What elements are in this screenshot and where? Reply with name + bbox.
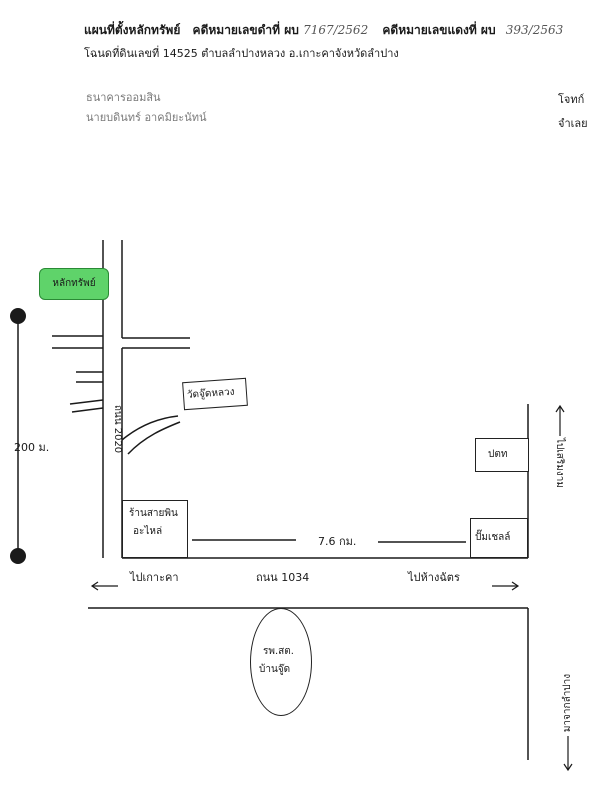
title-text: แผนที่ตั้งหลักทรัพย์ (84, 23, 181, 37)
distance-dot-bottom (10, 548, 26, 564)
deed-text: โฉนดที่ดินเลขที่ 14525 ตำบลลำปางหลวง อ.เ… (84, 47, 335, 60)
shell-label: ปั๊มเชลล์ (475, 532, 511, 543)
shop-line1: ร้านสายพิน (129, 508, 178, 519)
ptt-box: ปตท (475, 438, 529, 472)
temple-label: วัดจู๊ดหลวง (186, 386, 235, 401)
temple-road-b (127, 421, 181, 455)
to-ko-kha-label: ไปเกาะคา (130, 571, 179, 584)
defendant-role: จำเลย (558, 117, 588, 130)
to-hang-chat-label: ไปห้างฉัตร (408, 571, 460, 584)
to-serm-ngam-label: ไปเสริมงาม (554, 438, 565, 488)
plaintiff-name: ธนาคารออมสิน (86, 91, 161, 104)
ptt-label: ปตท (488, 449, 508, 460)
arrow-serm-ngam-head (555, 404, 565, 413)
arrow-ko-kha-head (90, 581, 99, 591)
left-road-e (69, 399, 104, 405)
arrow-lampang-head (563, 763, 573, 772)
shop-box: ร้านสายพิน อะไหล่ (122, 500, 188, 558)
map-title: แผนที่ตั้งหลักทรัพย์ คดีหมายเลขดำที่ ผบ … (84, 24, 563, 36)
red-case-label: คดีหมายเลขแดงที่ ผบ (382, 23, 496, 37)
arrow-hang-chat-head (511, 581, 520, 591)
hospital-line2: บ้านจู๊ด (259, 664, 291, 675)
from-lampang-label: มาจากลำปาง (562, 673, 573, 733)
temple-box: วัดจู๊ดหลวง (182, 377, 248, 411)
distance-dot-top (10, 308, 26, 324)
property-marker: หลักทรัพย์ (39, 268, 109, 300)
hospital-oval: รพ.สต. บ้านจู๊ด (250, 608, 312, 716)
temple-road-a (121, 415, 179, 441)
shop-line2: อะไหล่ (133, 526, 163, 537)
distance-200-label: 200 ม. (14, 441, 50, 454)
red-case-number: 393/2563 (505, 23, 564, 37)
distance-76-label: 7.6 กม. (318, 535, 357, 548)
deed-line: โฉนดที่ดินเลขที่ 14525 ตำบลลำปางหลวง อ.เ… (84, 48, 399, 59)
hospital-line1: รพ.สต. (263, 646, 294, 657)
road-2020-label: ถนน 2020 (112, 404, 123, 454)
province-text: จังหวัดลำปาง (334, 47, 399, 60)
plaintiff-role: โจทก์ (558, 93, 585, 106)
road-1034-label: ถนน 1034 (256, 571, 310, 584)
black-case-label: คดีหมายเลขดำที่ ผบ (192, 23, 299, 37)
black-case-number: 7167/2562 (303, 23, 369, 37)
left-road-f (71, 407, 104, 413)
defendant-name: นายบดินทร์ อาคมิยะนัทน์ (86, 111, 207, 124)
shell-box: ปั๊มเชลล์ (470, 518, 528, 558)
